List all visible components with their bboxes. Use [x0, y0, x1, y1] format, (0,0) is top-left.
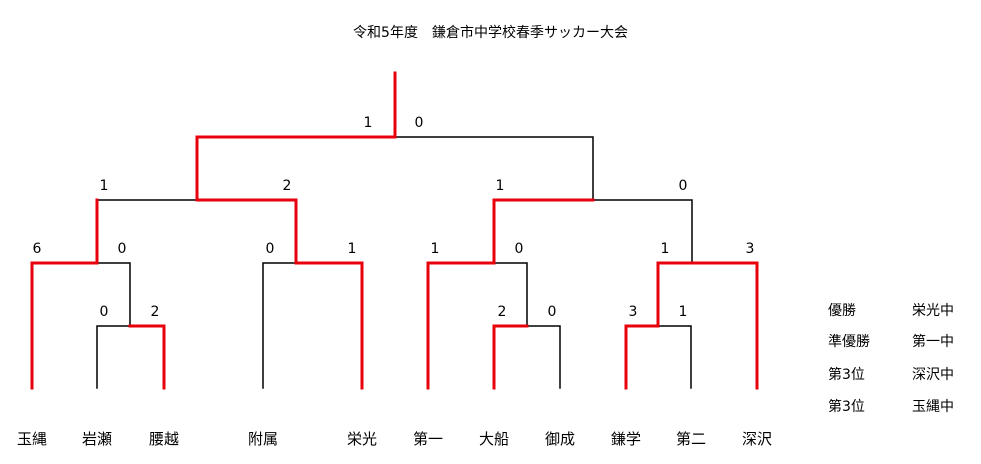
score-r1a-a: 0 [100, 304, 109, 320]
result-team: 栄光中 [912, 303, 954, 319]
score-final-left: 1 [364, 115, 373, 131]
tournament-title: 令和5年度 鎌倉市中学校春季サッカー大会 [353, 25, 628, 41]
result-label: 準優勝 [828, 334, 870, 350]
team-onari: 御成 [544, 430, 576, 448]
score-qf4-b: 3 [746, 241, 755, 257]
result-label: 第3位 [828, 367, 865, 383]
bracket-lines-winners [30, 71, 759, 390]
result-label: 第3位 [828, 399, 865, 415]
score-semi-right-b: 0 [679, 178, 688, 194]
score-final-right: 0 [415, 115, 424, 131]
score-labels: 1 0 1 2 1 0 6 0 0 1 1 0 1 3 0 2 2 0 3 1 [33, 115, 755, 320]
score-r1c-a: 3 [629, 304, 638, 320]
team-kamagaku: 鎌学 [610, 430, 642, 448]
team-fuzoku: 附属 [247, 430, 279, 448]
score-qf3-a: 1 [431, 241, 440, 257]
score-semi-right-a: 1 [496, 178, 505, 194]
team-tamanawa: 玉縄 [16, 430, 48, 448]
team-iwase: 岩瀬 [81, 430, 113, 448]
score-qf2-b: 1 [348, 241, 357, 257]
bracket-lines-losers [96, 136, 693, 389]
team-fukasawa: 深沢 [741, 430, 773, 448]
result-team: 第一中 [912, 334, 954, 350]
score-r1a-b: 2 [151, 304, 160, 320]
score-qf1-b: 0 [118, 241, 127, 257]
team-daiichi: 第一 [412, 430, 444, 448]
result-team: 深沢中 [912, 367, 954, 383]
score-r1b-b: 0 [548, 304, 557, 320]
team-koshigoe: 腰越 [148, 430, 180, 448]
score-r1b-a: 2 [498, 304, 507, 320]
score-r1c-b: 1 [679, 304, 688, 320]
result-team: 玉縄中 [912, 399, 954, 415]
score-qf4-a: 1 [661, 241, 670, 257]
result-label: 優勝 [828, 303, 856, 319]
score-semi-left-a: 1 [100, 178, 109, 194]
score-qf2-a: 0 [266, 241, 275, 257]
score-qf1-a: 6 [33, 241, 42, 257]
team-eiko: 栄光 [346, 430, 378, 448]
team-ofuna: 大船 [478, 430, 510, 448]
score-semi-left-b: 2 [283, 178, 292, 194]
score-qf3-b: 0 [515, 241, 524, 257]
team-daini: 第二 [675, 430, 707, 448]
